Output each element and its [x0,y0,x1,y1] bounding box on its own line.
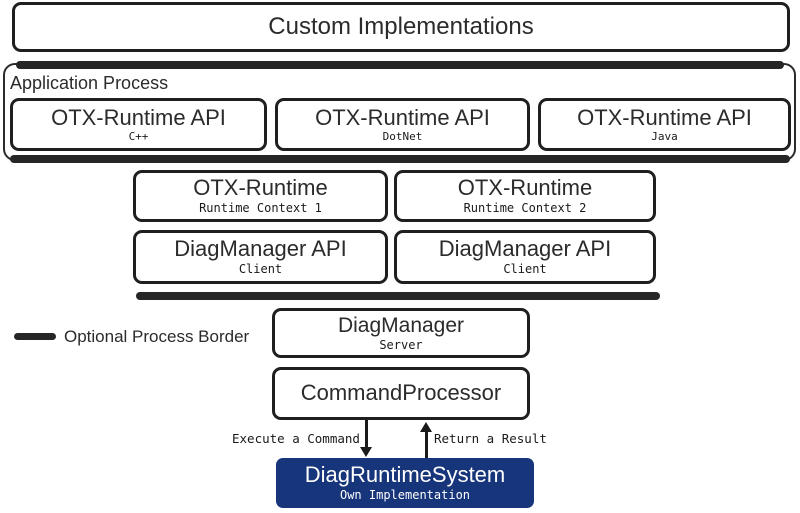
legend-line-sample [14,333,56,340]
otx-runtime-context2-box: OTX-Runtime Runtime Context 2 [394,170,656,222]
process-border-bar-top [16,61,784,69]
otx-runtime-context1-title: OTX-Runtime [193,175,328,201]
process-border-bar-bottom [10,155,790,163]
diag-runtime-system-subtitle: Own Implementation [339,488,471,503]
diagmanager-server-title: DiagManager [337,314,465,338]
otx-runtime-context2-title: OTX-Runtime [457,175,593,201]
diagmanager-api-client2-subtitle: Client [503,262,547,277]
custom-implementations-title: Custom Implementations [268,12,534,40]
diagmanager-server-box: DiagManager Server [272,308,530,358]
legend-label: Optional Process Border [64,327,250,346]
otx-runtime-api-cpp-subtitle: C++ [128,130,149,144]
otx-runtime-api-java-title: OTX-Runtime API [577,104,752,130]
otx-runtime-api-dotnet-title: OTX-Runtime API [315,104,490,130]
otx-runtime-api-dotnet-box: OTX-Runtime API DotNet [275,98,530,151]
return-result-label: Return a Result [434,431,547,446]
diagmanager-server-subtitle: Server [379,337,423,352]
diagmanager-api-client1-box: DiagManager API Client [133,230,388,284]
process-border-bar-middle [136,292,660,300]
otx-runtime-context2-subtitle: Runtime Context 2 [463,201,587,216]
return-result-arrow-head-icon [420,422,432,432]
otx-runtime-api-cpp-box: OTX-Runtime API C++ [10,98,267,151]
diagmanager-api-client1-subtitle: Client [238,262,283,277]
execute-command-arrow-head-icon [360,447,372,457]
diag-runtime-system-title: DiagRuntimeSystem [304,462,506,488]
execute-command-label: Execute a Command [232,431,360,446]
diagmanager-api-client2-box: DiagManager API Client [394,230,656,284]
command-processor-title: CommandProcessor [300,380,502,406]
execute-command-arrow-stem [365,420,368,448]
otx-runtime-api-cpp-title: OTX-Runtime API [51,104,226,130]
otx-runtime-context1-box: OTX-Runtime Runtime Context 1 [133,170,388,222]
otx-runtime-api-java-box: OTX-Runtime API Java [538,98,791,151]
otx-runtime-api-dotnet-subtitle: DotNet [382,130,423,144]
diagmanager-api-client1-title: DiagManager API [174,236,347,262]
custom-implementations-box: Custom Implementations [12,2,790,52]
diagmanager-api-client2-title: DiagManager API [438,236,612,262]
return-result-arrow-stem [425,431,428,458]
otx-runtime-context1-subtitle: Runtime Context 1 [199,201,322,216]
otx-runtime-api-java-subtitle: Java [651,130,678,144]
application-process-label: Application Process [10,73,169,93]
diag-runtime-system-box: DiagRuntimeSystem Own Implementation [276,458,534,508]
command-processor-box: CommandProcessor [272,367,530,420]
